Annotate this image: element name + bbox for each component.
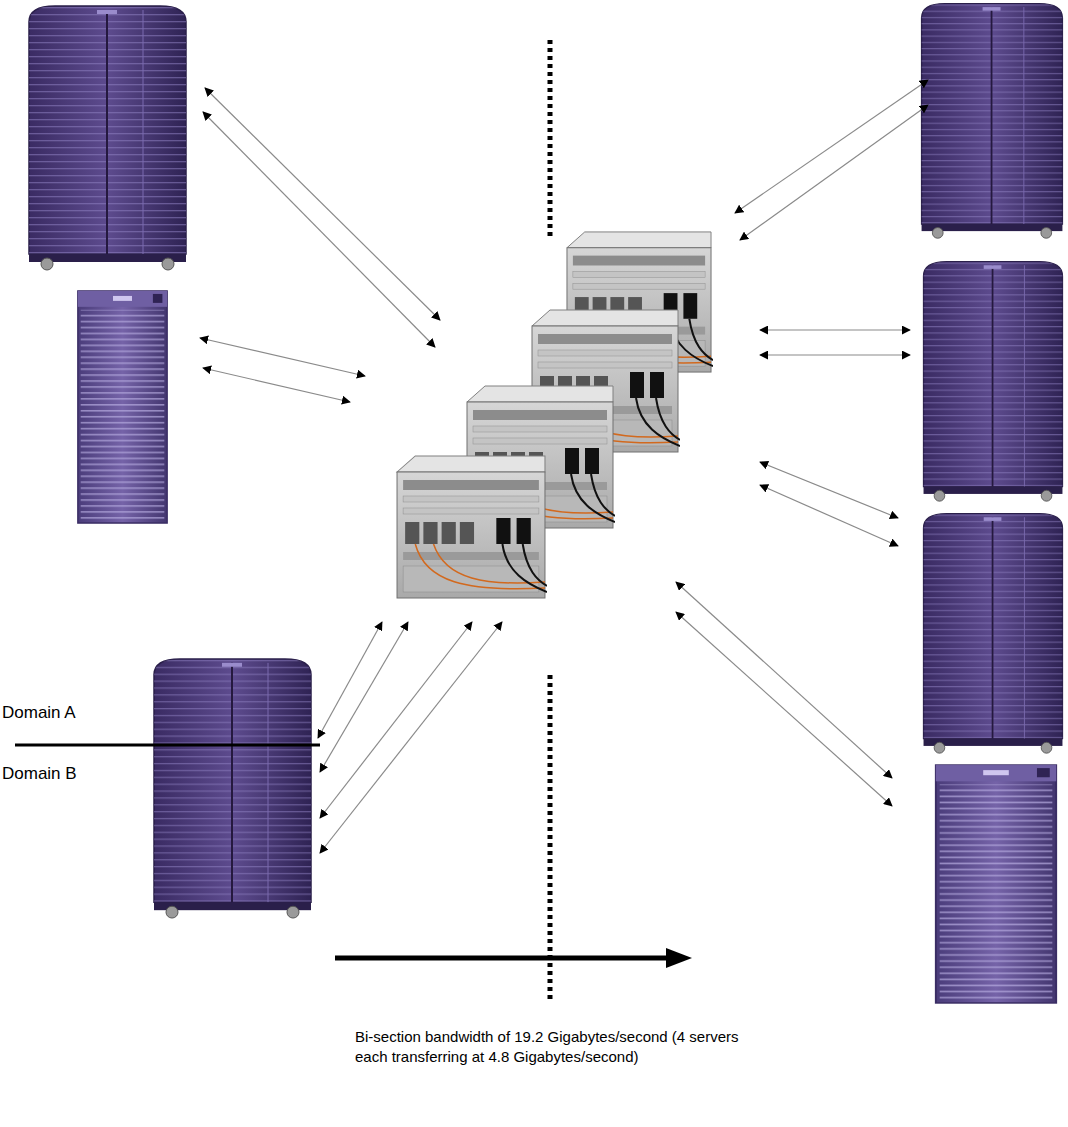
figure-caption: Bi-section bandwidth of 19.2 Gigabytes/s…: [355, 1027, 760, 1067]
domain-label: Domain B: [2, 764, 77, 784]
domain-label: Domain A: [2, 703, 76, 723]
